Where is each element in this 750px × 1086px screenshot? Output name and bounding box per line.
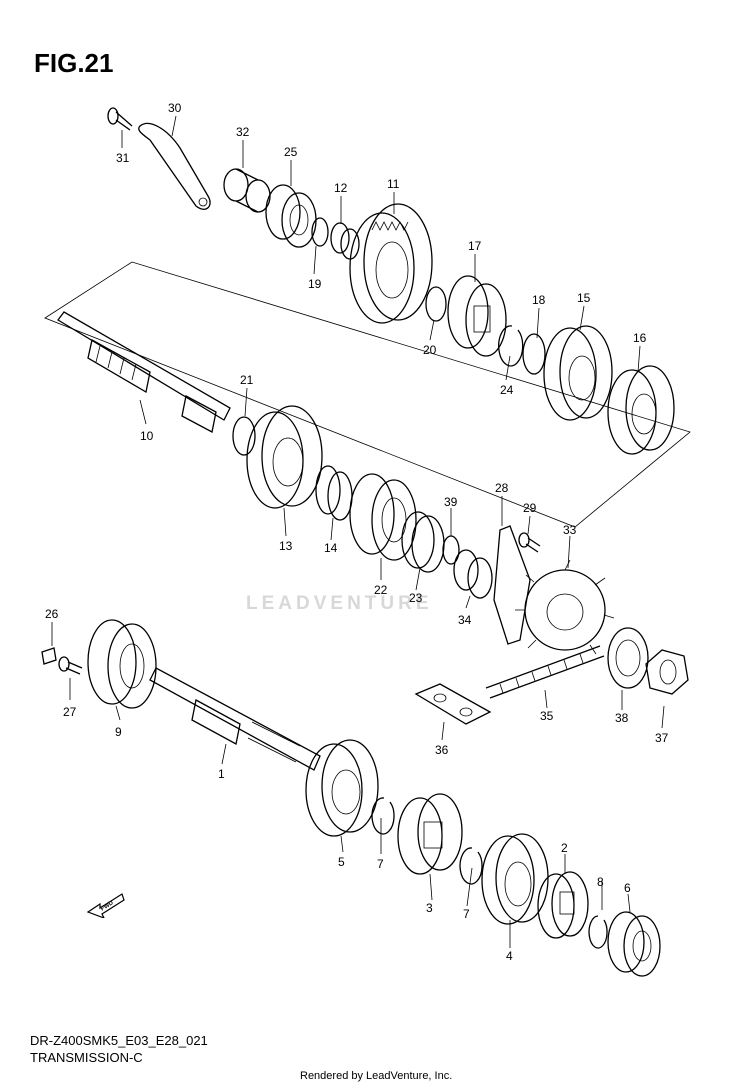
part-34-spacer <box>453 549 493 599</box>
callout-36: 36 <box>435 743 449 757</box>
figure-title: FIG.21 <box>34 48 114 78</box>
part-22-bearing <box>349 473 417 561</box>
part-14-bushing <box>315 465 353 521</box>
callout-11: 11 <box>387 177 400 191</box>
part-35-chain <box>485 645 605 699</box>
callout-39: 39 <box>444 495 458 509</box>
callout-19: 19 <box>308 277 322 291</box>
render-credit: Rendered by LeadVenture, Inc. <box>300 1070 453 1082</box>
part-33-sprocket <box>515 559 615 655</box>
callout-labels: 30 31 32 25 12 11 19 17 18 15 20 24 16 2… <box>45 101 669 963</box>
part-15-gear <box>543 325 613 421</box>
part-36-master-link <box>414 683 492 725</box>
part-31-bolt <box>107 107 133 131</box>
part-19-washer <box>311 217 329 247</box>
part-27-bolt <box>58 656 83 675</box>
callout-7b: 7 <box>463 907 470 921</box>
callout-35: 35 <box>540 709 554 723</box>
part-29-bolt <box>518 532 541 553</box>
callout-1: 1 <box>218 767 225 781</box>
part-7-circlip-b <box>459 847 483 885</box>
callout-38: 38 <box>615 711 629 725</box>
callout-29: 29 <box>523 501 537 515</box>
callout-18: 18 <box>532 293 546 307</box>
callout-8: 8 <box>597 875 604 889</box>
callout-14: 14 <box>324 541 338 555</box>
part-30-lever <box>138 122 211 210</box>
part-2-gear <box>537 871 589 939</box>
group-outline <box>44 261 691 528</box>
part-18-washer <box>522 333 546 375</box>
watermark: LEADVENTURE <box>246 593 433 614</box>
part-9-bearing <box>87 619 157 709</box>
callout-31: 31 <box>116 151 130 165</box>
part-26-plate <box>41 647 57 665</box>
part-24-circlip <box>498 325 524 367</box>
part-17-gear <box>447 275 507 357</box>
callout-33: 33 <box>563 523 577 537</box>
part-23-oil-seal <box>401 511 445 573</box>
part-8-circlip <box>588 915 608 949</box>
part-3-gear <box>397 793 463 875</box>
part-20-washer <box>425 286 447 322</box>
callout-21: 21 <box>240 373 254 387</box>
callout-17: 17 <box>468 239 482 253</box>
callout-3: 3 <box>426 901 433 915</box>
callout-16: 16 <box>633 331 647 345</box>
section-name: TRANSMISSION-C <box>30 1050 143 1065</box>
callout-9: 9 <box>115 725 122 739</box>
callout-23: 23 <box>409 591 423 605</box>
callout-5: 5 <box>338 855 345 869</box>
part-1-main-shaft <box>149 667 321 771</box>
callout-15: 15 <box>577 291 591 305</box>
callout-4: 4 <box>506 949 513 963</box>
callout-25: 25 <box>284 145 298 159</box>
callout-24: 24 <box>500 383 514 397</box>
callout-22: 22 <box>374 583 388 597</box>
part-16-gear <box>607 365 675 455</box>
callout-20: 20 <box>423 343 437 357</box>
part-6-bearing <box>607 911 661 977</box>
callout-32: 32 <box>236 125 250 139</box>
part-39-o-ring <box>442 535 460 565</box>
part-32-collar <box>223 168 271 213</box>
part-37-nut <box>645 649 689 695</box>
callout-13: 13 <box>279 539 293 553</box>
part-7-circlip-a <box>371 797 395 835</box>
callout-30: 30 <box>168 101 182 115</box>
part-38-lock-washer <box>607 627 649 689</box>
part-21-washer <box>232 416 256 456</box>
callout-10: 10 <box>140 429 154 443</box>
leader-lines <box>51 115 665 948</box>
callout-12: 12 <box>334 181 348 195</box>
callout-28: 28 <box>495 481 509 495</box>
callout-26: 26 <box>45 607 59 621</box>
part-28-plate <box>493 525 531 645</box>
callout-34: 34 <box>458 613 472 627</box>
part-5-gear <box>305 739 379 837</box>
callout-2: 2 <box>561 841 568 855</box>
part-13-gear <box>246 405 323 509</box>
part-10-countershaft <box>57 311 231 433</box>
part-11-gear <box>349 203 433 324</box>
callout-27: 27 <box>63 705 77 719</box>
callout-37: 37 <box>655 731 669 745</box>
part-12-bushing <box>330 222 360 260</box>
model-code: DR-Z400SMK5_E03_E28_021 <box>30 1033 208 1048</box>
part-25-bearing <box>265 184 317 248</box>
fwd-arrow-icon: FWD <box>86 893 125 918</box>
callout-6: 6 <box>624 881 631 895</box>
callout-7a: 7 <box>377 857 384 871</box>
